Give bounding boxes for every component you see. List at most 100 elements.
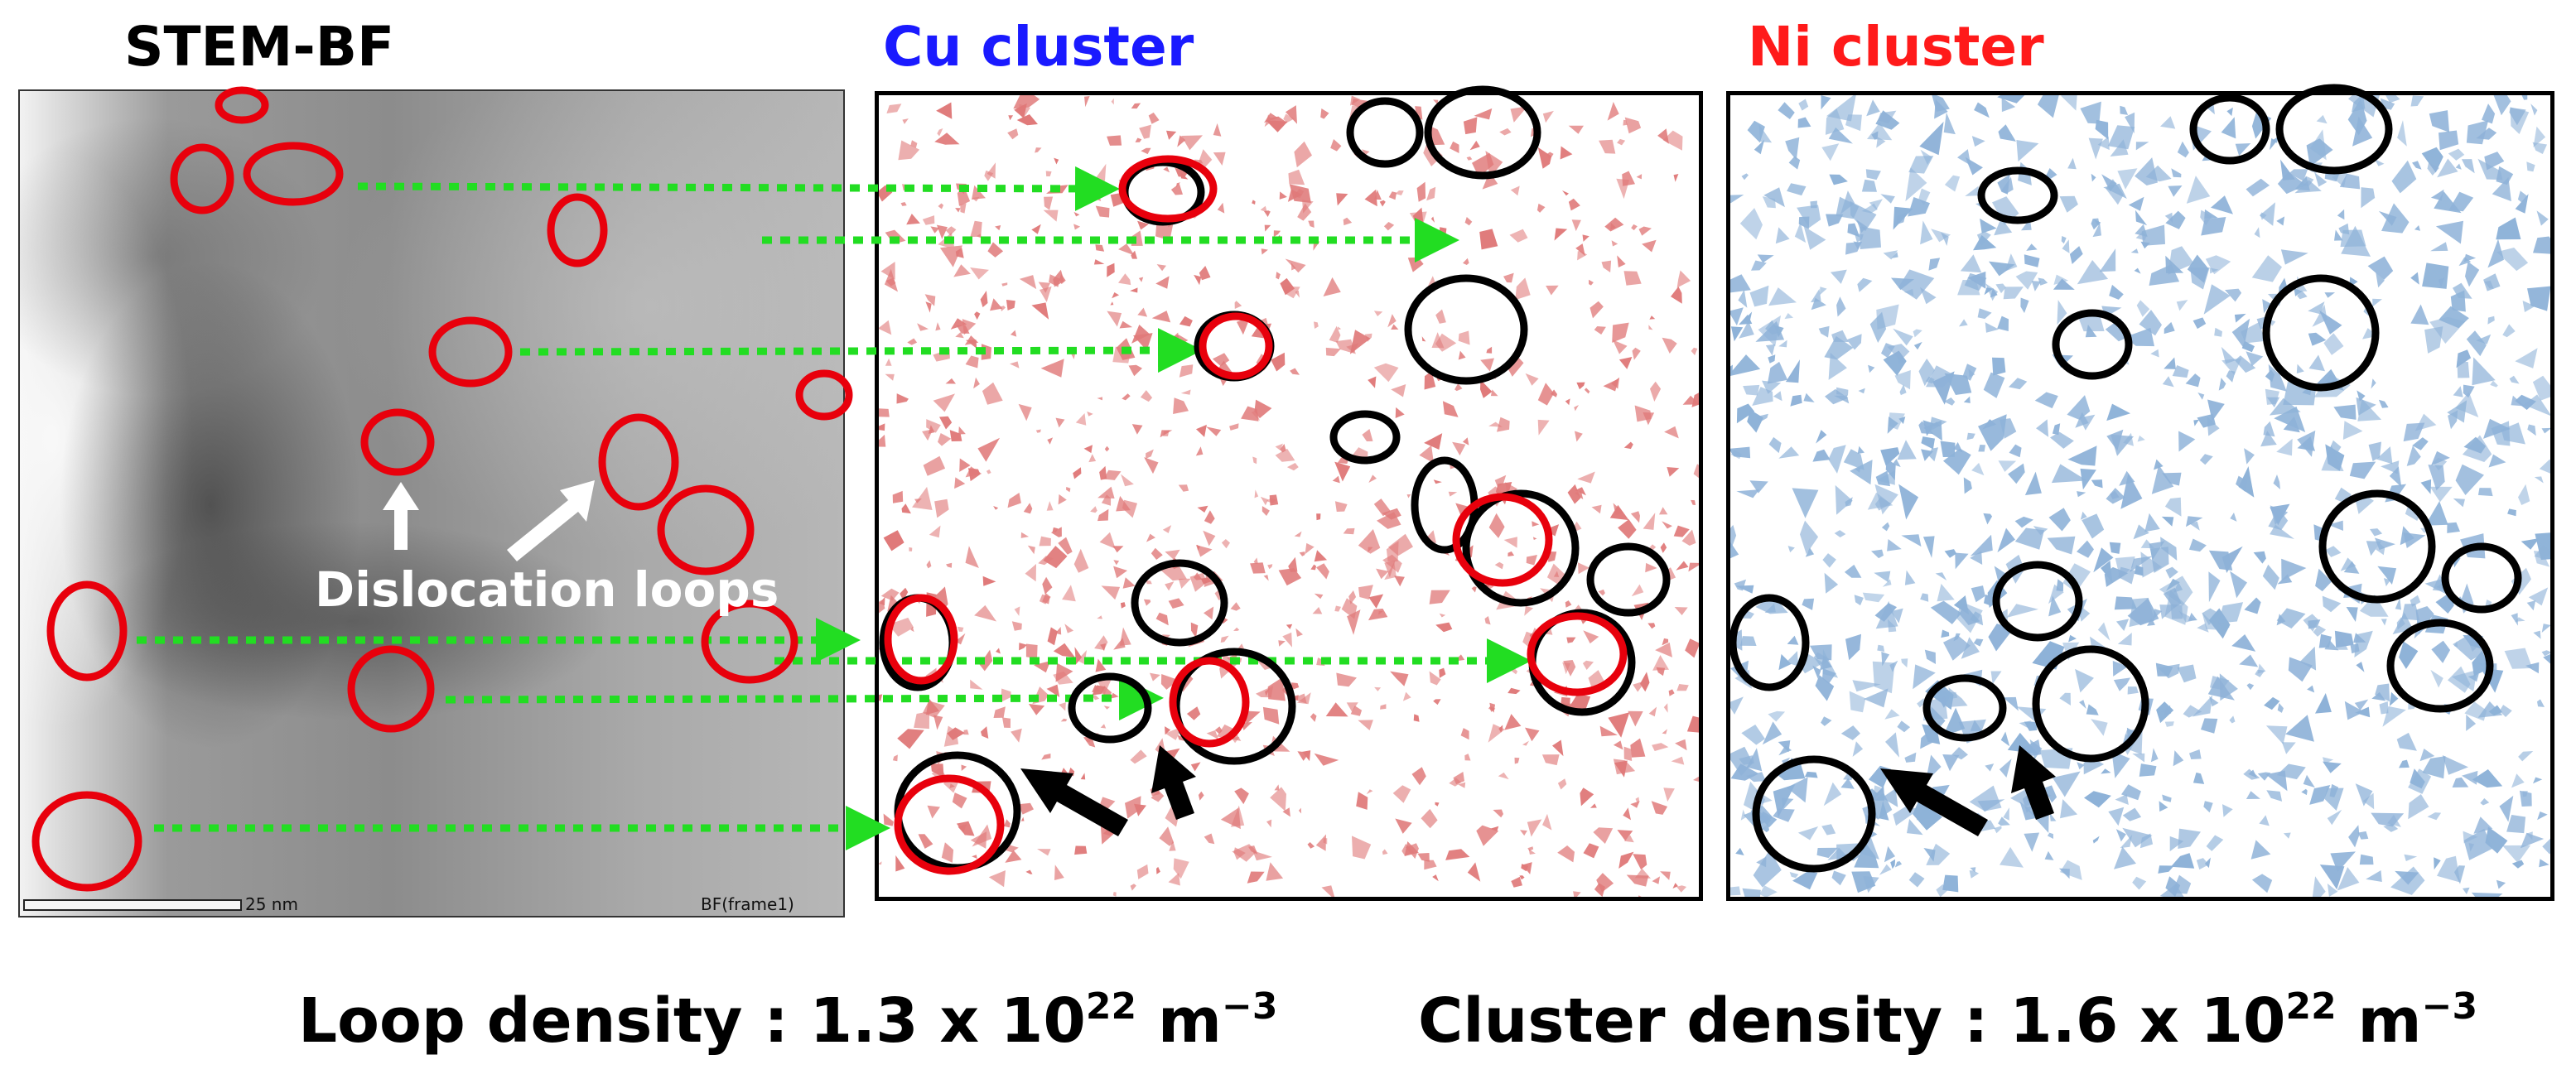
cluster-particle	[2357, 390, 2366, 402]
cluster-particle	[2524, 394, 2550, 416]
cluster-particle	[1929, 417, 1947, 432]
cluster-particle	[1232, 844, 1257, 862]
cluster-particle	[2082, 513, 2105, 539]
cluster-particle	[1673, 525, 1690, 537]
cluster-particle	[1194, 274, 1202, 286]
cluster-particle	[2068, 634, 2077, 643]
cluster-particle	[2376, 446, 2393, 465]
cluster-particle	[2244, 448, 2255, 465]
cluster-particle	[1920, 593, 1929, 602]
cluster-particle	[1507, 551, 1515, 556]
cluster-particle	[1922, 536, 1935, 558]
cluster-particle	[1524, 605, 1534, 616]
cluster-particle	[2208, 571, 2221, 603]
loop-circle	[1169, 657, 1250, 748]
cluster-particle	[1749, 285, 1769, 307]
cluster-particle	[1286, 463, 1299, 471]
cluster-particle	[1730, 326, 1744, 342]
cluster-particle	[2368, 441, 2381, 461]
cluster-particle	[1107, 262, 1115, 277]
cluster-particle	[2281, 558, 2307, 581]
cluster-particle	[1338, 326, 1342, 330]
cluster-particle	[2518, 751, 2534, 762]
cluster-particle	[2342, 421, 2363, 440]
cluster-particle	[1863, 876, 1879, 893]
cluster-particle	[1247, 871, 1265, 884]
cluster-particle	[2314, 172, 2328, 187]
cluster-particle	[2201, 718, 2218, 734]
cluster-particle	[2162, 794, 2172, 802]
cluster-particle	[1881, 522, 1890, 532]
cluster-particle	[993, 506, 999, 510]
cluster-particle	[2257, 663, 2266, 674]
cluster-particle	[2303, 774, 2315, 788]
cluster-particle	[1001, 282, 1008, 287]
cluster-particle	[2396, 617, 2405, 630]
cluster-particle	[1087, 411, 1093, 417]
cluster-particle	[1214, 726, 1223, 734]
cluster-particle	[2492, 177, 2511, 202]
cluster-particle	[2122, 807, 2142, 821]
cluster-particle	[1652, 876, 1660, 884]
cluster-particle	[2483, 273, 2501, 291]
cluster-particle	[2277, 703, 2284, 713]
cluster-particle	[1631, 584, 1644, 597]
cluster-particle	[2371, 378, 2376, 389]
cluster-particle	[2533, 630, 2541, 639]
cluster-particle	[1186, 706, 1201, 720]
cluster-particle	[1941, 629, 1950, 638]
cluster-particle	[1607, 102, 1619, 121]
cluster-particle	[2456, 349, 2472, 368]
cluster-particle	[1379, 200, 1386, 207]
cluster-particle	[2115, 556, 2135, 579]
cluster-particle	[1768, 710, 1786, 722]
cluster-particle	[1058, 494, 1067, 505]
cluster-particle	[2338, 223, 2350, 235]
cluster-particle	[1432, 874, 1439, 882]
cluster-particle	[2020, 297, 2029, 313]
cluster-particle	[2395, 597, 2401, 610]
cluster-particle	[2108, 807, 2125, 826]
cluster-particle	[2430, 189, 2444, 201]
cluster-particle	[2371, 691, 2386, 701]
cluster-particle	[1671, 287, 1682, 304]
cluster-particle	[1730, 542, 1739, 559]
cluster-particle	[957, 626, 964, 632]
cluster-particle	[1913, 664, 1936, 690]
cluster-particle	[912, 486, 933, 510]
cluster-particle	[2408, 768, 2432, 794]
cluster-particle	[1630, 801, 1640, 808]
cluster-particle	[2221, 358, 2242, 375]
cluster-particle	[1610, 223, 1616, 230]
scale-bar	[23, 899, 242, 911]
cluster-particle	[2303, 614, 2318, 632]
cluster-particle	[1093, 259, 1105, 265]
cluster-particle	[879, 408, 890, 417]
cluster-particle	[1490, 389, 1498, 397]
cluster-particle	[1638, 895, 1642, 897]
cluster-particle	[1757, 254, 1774, 263]
cluster-particle	[2334, 630, 2354, 648]
cluster-particle	[2455, 464, 2484, 495]
cluster-particle	[1743, 610, 1754, 619]
cluster-particle	[1894, 861, 1903, 868]
cluster-particle	[2123, 432, 2134, 446]
cluster-particle	[1267, 564, 1273, 570]
cluster-particle	[2158, 865, 2174, 874]
cluster-particle	[2455, 163, 2462, 170]
cluster-particle	[1206, 730, 1218, 739]
cluster-particle	[1387, 314, 1397, 328]
cluster-particle	[2381, 619, 2387, 626]
cluster-particle	[1872, 661, 1895, 694]
cluster-particle	[1047, 437, 1054, 445]
cluster-particle	[980, 291, 988, 308]
cluster-particle	[2270, 137, 2277, 151]
cluster-particle	[1401, 844, 1415, 856]
cluster-particle	[1944, 175, 1961, 192]
cluster-particle	[2093, 547, 2114, 573]
cluster-particle	[1575, 487, 1586, 496]
cluster-particle	[1897, 440, 1917, 460]
cluster-particle	[1314, 550, 1328, 562]
cluster-particle	[2463, 887, 2470, 894]
cluster-particle	[1002, 717, 1011, 728]
